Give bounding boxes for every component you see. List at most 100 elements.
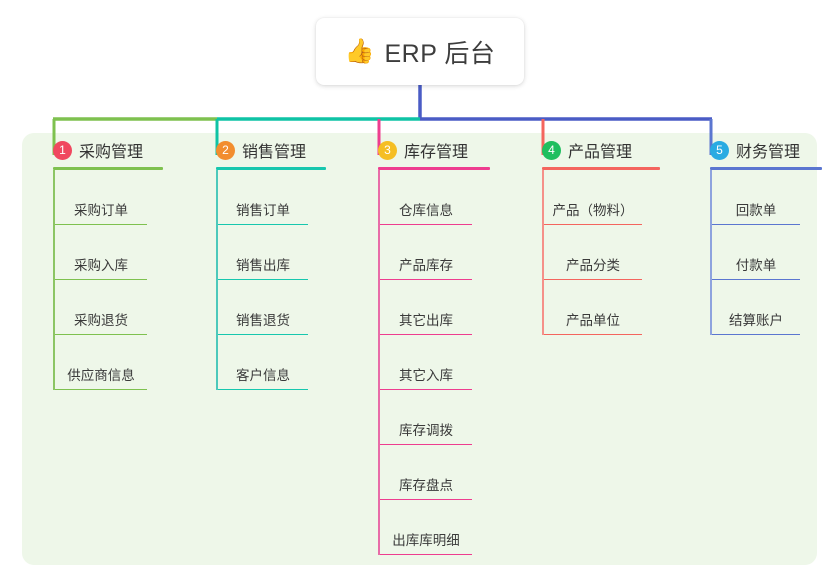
leaf-item[interactable]: 采购退货 bbox=[55, 280, 147, 335]
leaf-item-label: 库存盘点 bbox=[399, 478, 453, 493]
diagram-panel bbox=[22, 133, 817, 565]
leaf-item-label: 结算账户 bbox=[729, 313, 783, 328]
leaf-item[interactable]: 产品分类 bbox=[544, 225, 642, 280]
column-spine bbox=[378, 170, 380, 555]
leaf-item[interactable]: 产品单位 bbox=[544, 280, 642, 335]
column-title: 产品管理 bbox=[568, 144, 633, 161]
column-badge-icon: 2 bbox=[216, 140, 235, 160]
leaf-item-rule bbox=[712, 223, 800, 225]
column-rule bbox=[53, 167, 163, 170]
leaf-item-label: 产品单位 bbox=[566, 313, 620, 328]
leaf-item-rule bbox=[218, 278, 308, 280]
column-items: 采购订单采购入库采购退货供应商信息 bbox=[35, 170, 163, 390]
column-header-2[interactable]: 2 销售管理 bbox=[198, 133, 326, 167]
leaf-item-rule bbox=[712, 333, 800, 335]
thumbs-up-icon: 👍 bbox=[344, 37, 375, 65]
leaf-item-label: 回款单 bbox=[735, 203, 777, 218]
column-2: 2 销售管理销售订单销售出库销售退货客户信息 bbox=[198, 133, 326, 390]
leaf-item-rule bbox=[55, 333, 147, 335]
column-spine bbox=[542, 170, 544, 335]
column-rule bbox=[542, 167, 660, 170]
leaf-item[interactable]: 客户信息 bbox=[218, 335, 308, 390]
leaf-item[interactable]: 销售退货 bbox=[218, 280, 308, 335]
leaf-item-rule bbox=[380, 388, 472, 390]
leaf-item-rule bbox=[544, 333, 642, 335]
leaf-item-rule bbox=[380, 333, 472, 335]
leaf-item-rule bbox=[380, 278, 472, 280]
column-3: 3 库存管理仓库信息产品库存其它出库其它入库库存调拨库存盘点出库库明细 bbox=[360, 133, 490, 555]
column-badge-icon: 3 bbox=[378, 140, 397, 160]
column-items: 回款单付款单结算账户 bbox=[692, 170, 822, 335]
column-badge-icon: 5 bbox=[710, 140, 729, 160]
leaf-item[interactable]: 其它入库 bbox=[380, 335, 472, 390]
column-title: 采购管理 bbox=[79, 144, 144, 161]
leaf-item-rule bbox=[544, 278, 642, 280]
leaf-item[interactable]: 其它出库 bbox=[380, 280, 472, 335]
leaf-item-label: 仓库信息 bbox=[399, 203, 453, 218]
root-title: ERP 后台 bbox=[384, 39, 496, 68]
leaf-item[interactable]: 供应商信息 bbox=[55, 335, 147, 390]
leaf-item-label: 其它出库 bbox=[399, 313, 453, 328]
leaf-item-rule bbox=[712, 278, 800, 280]
leaf-item[interactable]: 付款单 bbox=[712, 225, 800, 280]
leaf-item[interactable]: 回款单 bbox=[712, 170, 800, 225]
leaf-item-rule bbox=[544, 223, 642, 225]
column-spine bbox=[216, 170, 218, 390]
leaf-item-label: 产品（物料） bbox=[552, 203, 634, 218]
column-5: 5 财务管理回款单付款单结算账户 bbox=[692, 133, 822, 335]
leaf-item-label: 采购订单 bbox=[74, 203, 128, 218]
column-1: 1 采购管理采购订单采购入库采购退货供应商信息 bbox=[35, 133, 163, 390]
leaf-item[interactable]: 采购入库 bbox=[55, 225, 147, 280]
column-header-3[interactable]: 3 库存管理 bbox=[360, 133, 490, 167]
leaf-item[interactable]: 产品（物料） bbox=[544, 170, 642, 225]
leaf-item-label: 销售退货 bbox=[236, 313, 290, 328]
column-title: 库存管理 bbox=[404, 144, 469, 161]
column-header-5[interactable]: 5 财务管理 bbox=[692, 133, 822, 167]
leaf-item[interactable]: 库存盘点 bbox=[380, 445, 472, 500]
column-spine bbox=[710, 170, 712, 335]
leaf-item-rule bbox=[218, 388, 308, 390]
leaf-item-rule bbox=[218, 223, 308, 225]
root-node[interactable]: 👍 ERP 后台 bbox=[316, 18, 524, 85]
column-header-1[interactable]: 1 采购管理 bbox=[35, 133, 163, 167]
leaf-item-label: 出库库明细 bbox=[392, 533, 460, 548]
leaf-item-label: 采购入库 bbox=[74, 258, 128, 273]
leaf-item[interactable]: 销售出库 bbox=[218, 225, 308, 280]
leaf-item-rule bbox=[380, 498, 472, 500]
leaf-item-rule bbox=[55, 223, 147, 225]
leaf-item[interactable]: 销售订单 bbox=[218, 170, 308, 225]
leaf-item[interactable]: 库存调拨 bbox=[380, 390, 472, 445]
leaf-item-rule bbox=[55, 388, 147, 390]
leaf-item-label: 产品库存 bbox=[399, 258, 453, 273]
column-header-4[interactable]: 4 产品管理 bbox=[524, 133, 660, 167]
leaf-item-label: 供应商信息 bbox=[67, 368, 135, 383]
leaf-item-rule bbox=[380, 443, 472, 445]
column-4: 4 产品管理产品（物料） 产品分类产品单位 bbox=[524, 133, 660, 335]
leaf-item[interactable]: 出库库明细 bbox=[380, 500, 472, 555]
leaf-item[interactable]: 产品库存 bbox=[380, 225, 472, 280]
column-rule bbox=[710, 167, 822, 170]
leaf-item[interactable]: 仓库信息 bbox=[380, 170, 472, 225]
leaf-item-label: 付款单 bbox=[735, 258, 777, 273]
leaf-item-label: 销售出库 bbox=[236, 258, 290, 273]
leaf-item-rule bbox=[380, 553, 472, 555]
leaf-item-label: 库存调拨 bbox=[399, 423, 453, 438]
column-items: 销售订单销售出库销售退货客户信息 bbox=[198, 170, 326, 390]
column-rule bbox=[216, 167, 326, 170]
column-spine bbox=[53, 170, 55, 390]
leaf-item-rule bbox=[218, 333, 308, 335]
column-badge-icon: 1 bbox=[53, 140, 72, 160]
leaf-item-label: 产品分类 bbox=[566, 258, 620, 273]
leaf-item-rule bbox=[380, 223, 472, 225]
leaf-item-label: 采购退货 bbox=[74, 313, 128, 328]
leaf-item[interactable]: 采购订单 bbox=[55, 170, 147, 225]
column-items: 产品（物料） 产品分类产品单位 bbox=[524, 170, 660, 335]
column-badge-icon: 4 bbox=[542, 140, 561, 160]
column-title: 销售管理 bbox=[242, 144, 307, 161]
leaf-item-label: 销售订单 bbox=[236, 203, 290, 218]
leaf-item-label: 客户信息 bbox=[236, 368, 290, 383]
leaf-item-rule bbox=[55, 278, 147, 280]
column-title: 财务管理 bbox=[736, 144, 801, 161]
column-items: 仓库信息产品库存其它出库其它入库库存调拨库存盘点出库库明细 bbox=[360, 170, 490, 555]
leaf-item[interactable]: 结算账户 bbox=[712, 280, 800, 335]
